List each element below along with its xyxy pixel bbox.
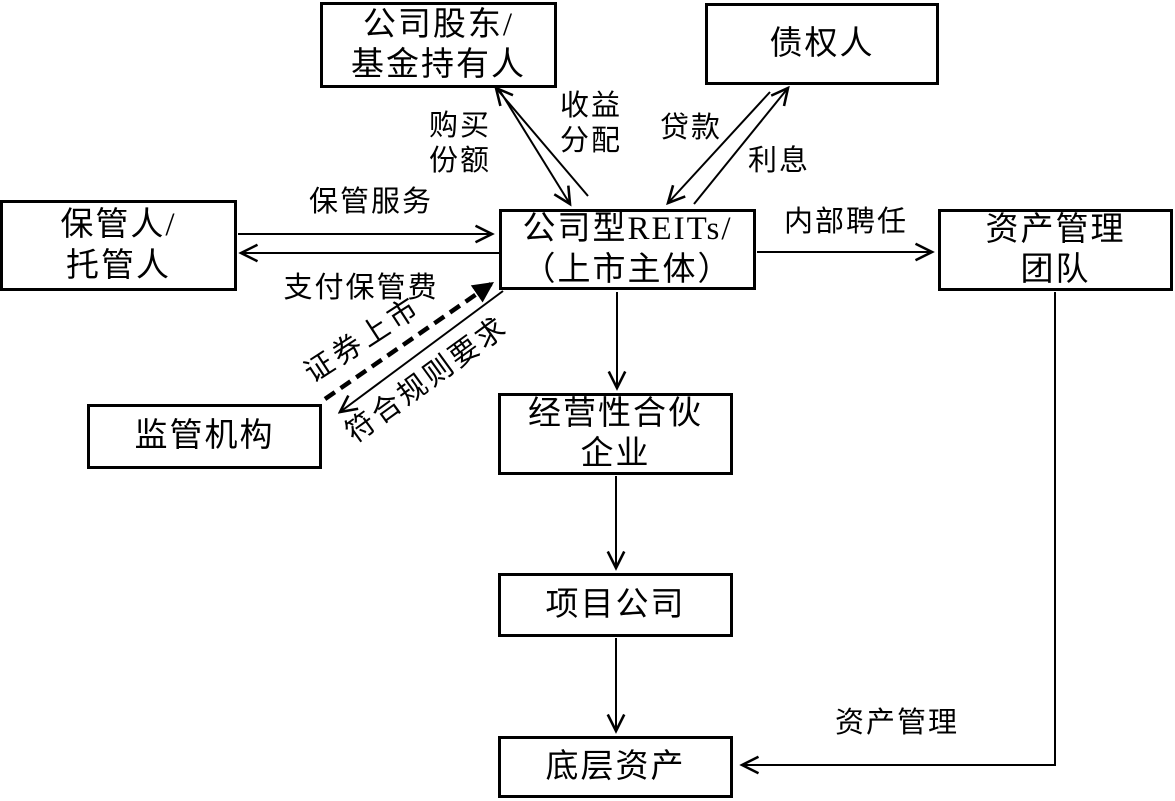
edge-label-asset-management: 资产管理 <box>834 707 959 739</box>
node-reits: 公司型REITs/ （上市主体） <box>499 209 756 290</box>
edge-label-buy-shares: 购买 份额 <box>424 109 496 179</box>
arrow-interest <box>693 88 788 205</box>
node-asset-management-team: 资产管理 团队 <box>938 209 1173 291</box>
edge-label-income-distribution: 收益 分配 <box>556 89 626 159</box>
node-creditors-label: 债权人 <box>769 25 875 62</box>
edge-label-internal-hire: 内部聘任 <box>783 206 908 238</box>
node-regulator-label: 监管机构 <box>134 418 275 455</box>
node-underlying-label: 底层资产 <box>545 748 686 785</box>
node-custodian-line2: 托管人 <box>66 247 171 284</box>
arrow-asset-management <box>742 292 1056 765</box>
edge-label-buy-shares-line2: 份额 <box>428 145 491 177</box>
node-partnership-line1: 经营性合伙 <box>528 395 703 432</box>
node-creditors: 债权人 <box>705 3 939 85</box>
node-reits-line1: 公司型REITs/ <box>522 211 733 248</box>
node-shareholders: 公司股东/ 基金持有人 <box>320 2 557 88</box>
node-partnership-line2: 企业 <box>580 436 651 472</box>
node-project-company: 项目公司 <box>498 573 733 637</box>
edge-label-buy-shares-line1: 购买 <box>428 110 491 142</box>
edge-label-pay-custody-fee: 支付保管费 <box>283 272 439 304</box>
arrow-loan <box>668 91 771 203</box>
edge-label-income-line2: 分配 <box>559 125 622 157</box>
arrow-income-distribution <box>496 88 589 197</box>
node-shareholders-line1: 公司股东/ <box>362 6 515 43</box>
node-asset-team-line1: 资产管理 <box>985 211 1126 248</box>
node-underlying-assets: 底层资产 <box>498 736 733 798</box>
node-custodian: 保管人/ 托管人 <box>0 200 237 291</box>
node-regulator: 监管机构 <box>87 404 322 469</box>
arrow-buy-shares <box>499 90 570 204</box>
edge-label-custody-service: 保管服务 <box>308 186 433 218</box>
edge-label-interest: 利息 <box>747 145 810 177</box>
node-asset-team-line2: 团队 <box>1020 252 1091 288</box>
node-custodian-line1: 保管人/ <box>60 207 177 244</box>
edge-label-income-line1: 收益 <box>559 90 622 122</box>
arrow-comply-rules <box>340 290 504 412</box>
edge-label-loan: 贷款 <box>659 112 722 144</box>
arrow-securities-listing-dashed <box>323 280 496 401</box>
node-operating-partnership: 经营性合伙 企业 <box>498 393 733 475</box>
node-reits-line2: （上市主体） <box>522 251 733 288</box>
node-shareholders-line2: 基金持有人 <box>351 47 526 83</box>
node-project-label: 项目公司 <box>545 586 686 623</box>
